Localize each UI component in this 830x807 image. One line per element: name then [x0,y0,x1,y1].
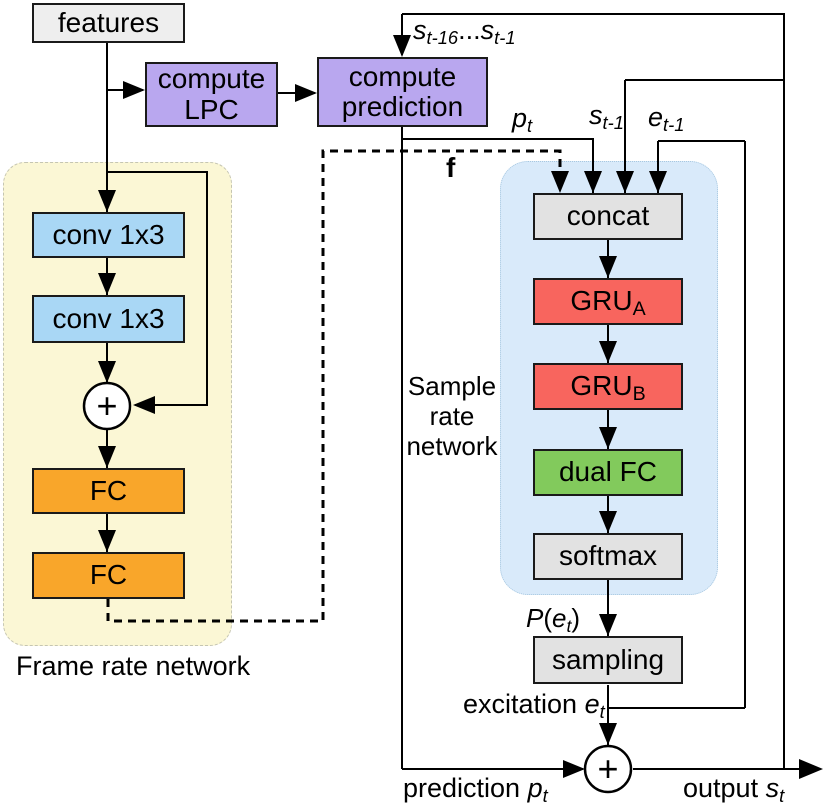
fc2-label: FC [89,559,128,591]
gru-a-sub: A [632,298,646,321]
residual-adder-circle [82,381,132,431]
wire-output-feedback-rail [402,13,785,769]
label-f: f [446,152,456,183]
compute-prediction-line2: prediction [341,91,464,122]
conv1-box: conv 1x3 [32,212,185,258]
fc2-box: FC [32,552,185,599]
compute-prediction-line1: compute [348,60,457,92]
dual-fc-box: dual FC [533,449,683,496]
wire-residual-bypass [107,171,208,406]
compute-prediction-box: compute prediction [317,57,488,127]
gru-a-box: GRUA [533,278,683,325]
features-box: features [32,3,185,43]
label-sample-rate-network: Sample rate network [406,371,498,461]
compute-lpc-line2: LPC [184,93,239,125]
gru-b-sub: B [632,383,646,406]
conv1-label: conv 1x3 [52,218,165,250]
wire-pt-to-concat [402,138,594,193]
softmax-box: softmax [533,533,683,580]
label-frame-rate-network: Frame rate network [16,651,251,681]
sampling-box: sampling [533,636,683,684]
residual-adder-plus-icon: + [96,385,118,426]
gru-a-label: GRU [570,285,633,317]
label-s-history: st-16...st-1 [413,15,516,49]
label-excitation: excitation et [463,689,605,723]
fc1-box: FC [32,468,185,514]
wire-f-dashed [106,149,562,623]
gru-b-box: GRUB [533,363,683,410]
fc1-label: FC [89,474,128,506]
conv2-box: conv 1x3 [32,295,185,343]
label-prob-e: P(et) [526,603,581,636]
arrowheads [98,35,823,779]
features-label: features [57,6,160,38]
concat-label: concat [566,200,650,232]
compute-lpc-box: compute LPC [145,62,278,127]
output-adder-circle [583,744,633,794]
label-p-t: pt [512,103,533,137]
sampling-label: sampling [551,643,665,675]
gru-b-label: GRU [570,370,633,402]
output-adder-plus-icon: + [597,748,619,789]
label-output: output st [683,773,785,807]
compute-lpc-line1: compute [157,63,266,95]
concat-box: concat [533,193,683,240]
label-prediction: prediction pt [403,773,548,807]
label-s-prev: st-1 [589,100,624,134]
label-e-prev: et-1 [648,102,685,136]
conv2-label: conv 1x3 [52,302,165,334]
dual-fc-label: dual FC [558,456,658,488]
softmax-label: softmax [558,540,658,572]
